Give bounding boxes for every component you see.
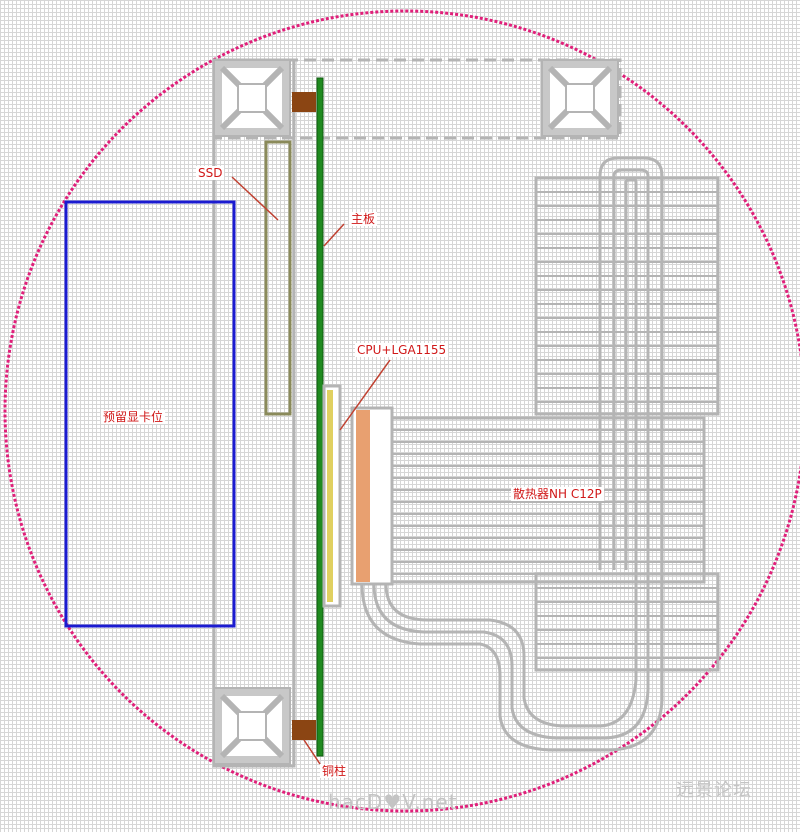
standoff-label: 铜柱 [320, 764, 349, 778]
fan-mount-bottom-left [213, 687, 291, 765]
ssd-label: SSD [196, 166, 225, 180]
motherboard-label: 主板 [349, 212, 378, 226]
watermark-left: hacD♥V.net [328, 790, 458, 814]
motherboard [316, 77, 324, 757]
standoff-bottom [292, 720, 316, 740]
reserved-gpu-outline [64, 200, 236, 628]
heat-pipe-loop [360, 583, 664, 752]
cpu-label: CPU+LGA1155 [355, 343, 449, 357]
heatsink-label: 散热器NH C12P [511, 487, 604, 501]
ssd-outline [264, 140, 292, 416]
reserved-gpu-label: 预留显卡位 [101, 410, 166, 424]
standoff-leader-line [303, 739, 321, 765]
cpu-chip [327, 390, 333, 602]
cpu-leader-line [339, 359, 391, 431]
heatsink-fins-lower [534, 572, 720, 672]
heat-pipes [598, 156, 664, 700]
motherboard-leader-line [323, 223, 345, 247]
watermark-right: 远景论坛 [676, 780, 752, 801]
fan-mount-top-right [541, 59, 619, 137]
ssd-leader-line [231, 176, 279, 221]
heatsink-contact-plate [356, 410, 370, 582]
standoff-top [292, 92, 316, 112]
case-outline [3, 9, 800, 813]
fan-mount-top-left [213, 59, 291, 137]
